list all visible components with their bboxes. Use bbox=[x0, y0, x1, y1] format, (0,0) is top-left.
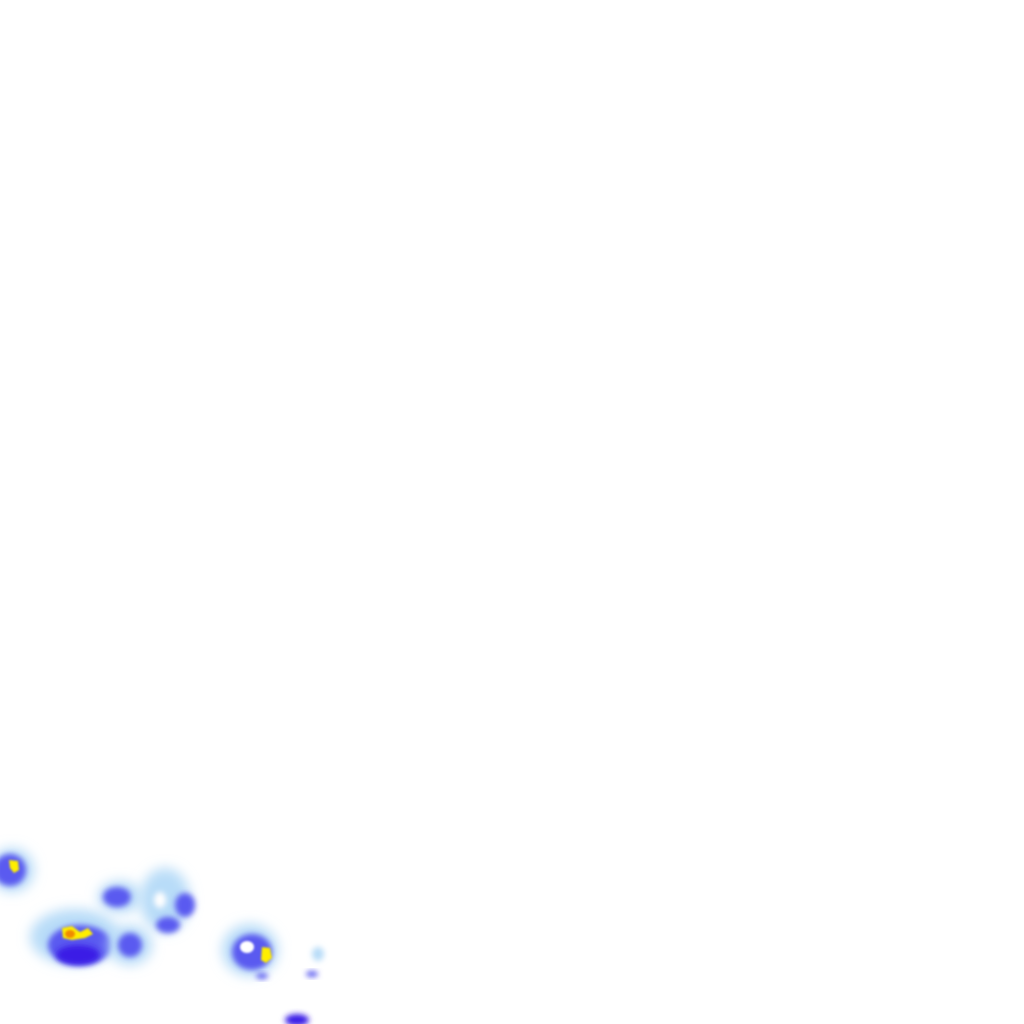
precipitation-echo bbox=[65, 930, 75, 938]
precipitation-echo bbox=[306, 971, 318, 977]
storm-cell-west bbox=[0, 848, 34, 892]
precipitation-echo bbox=[175, 893, 195, 917]
precipitation-echo bbox=[261, 947, 272, 963]
precipitation-echo bbox=[103, 887, 131, 907]
precipitation-echo bbox=[285, 1014, 309, 1024]
precipitation-echo bbox=[156, 917, 180, 933]
storm-cell-east bbox=[222, 924, 324, 1024]
precipitation-echo bbox=[312, 947, 324, 961]
storm-cluster-main bbox=[30, 868, 195, 965]
precipitation-echo bbox=[118, 933, 142, 957]
precipitation-echo bbox=[9, 860, 19, 873]
precipitation-echo bbox=[56, 945, 100, 965]
precipitation-echo bbox=[256, 973, 268, 979]
